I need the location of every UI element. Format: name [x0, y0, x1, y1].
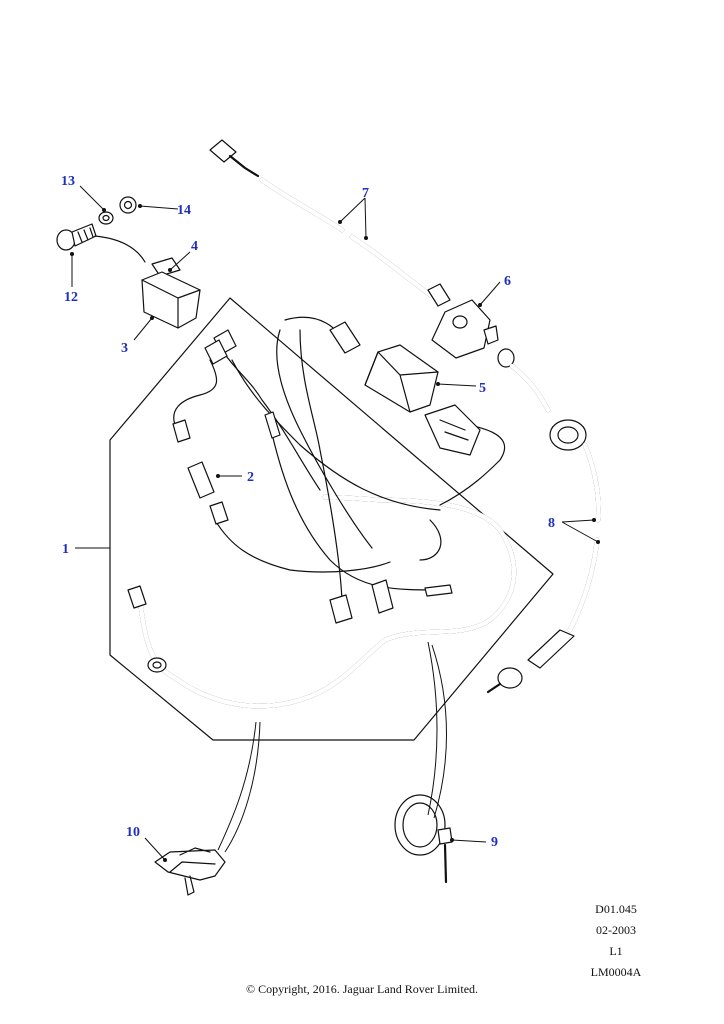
callout-2: 2 [247, 470, 254, 485]
cable-tie-9 [394, 794, 453, 884]
callout-labels: 1 2 3 4 5 6 7 8 9 10 12 13 14 [61, 174, 555, 850]
relay-and-bracket [141, 257, 201, 329]
speedo-cable-upper [209, 139, 451, 307]
callout-7: 7 [362, 186, 369, 201]
callout-3: 3 [121, 341, 128, 356]
callout-5: 5 [479, 381, 486, 396]
main-wiring-harness [137, 316, 517, 709]
multi-pin-connector [424, 404, 481, 456]
callout-1: 1 [62, 542, 69, 557]
harness-clip-10 [154, 847, 226, 896]
speedo-cable-lower [486, 348, 601, 694]
callout-8: 8 [548, 516, 555, 531]
copyright-notice: © Copyright, 2016. Jaguar Land Rover Lim… [245, 982, 479, 996]
leader-lines [70, 185, 600, 862]
connector-sleeves [187, 461, 229, 525]
callout-9: 9 [491, 835, 498, 850]
harness-assembly-outline [109, 297, 554, 741]
relay-5 [364, 344, 439, 413]
drawing-code: LM0004A [590, 965, 642, 979]
callout-6: 6 [504, 274, 511, 289]
drawing-ref: D01.045 [595, 902, 637, 916]
callout-14: 14 [177, 203, 191, 218]
callout-4: 4 [191, 239, 198, 254]
speed-sensor-6 [431, 299, 499, 359]
callout-13: 13 [61, 174, 75, 189]
drawing-level: L1 [609, 944, 623, 958]
drawing-date: 02-2003 [596, 923, 636, 937]
harness-connectors [127, 321, 453, 673]
callout-10: 10 [126, 825, 140, 840]
screw-washer-nut [56, 196, 146, 263]
callout-12: 12 [64, 290, 78, 305]
